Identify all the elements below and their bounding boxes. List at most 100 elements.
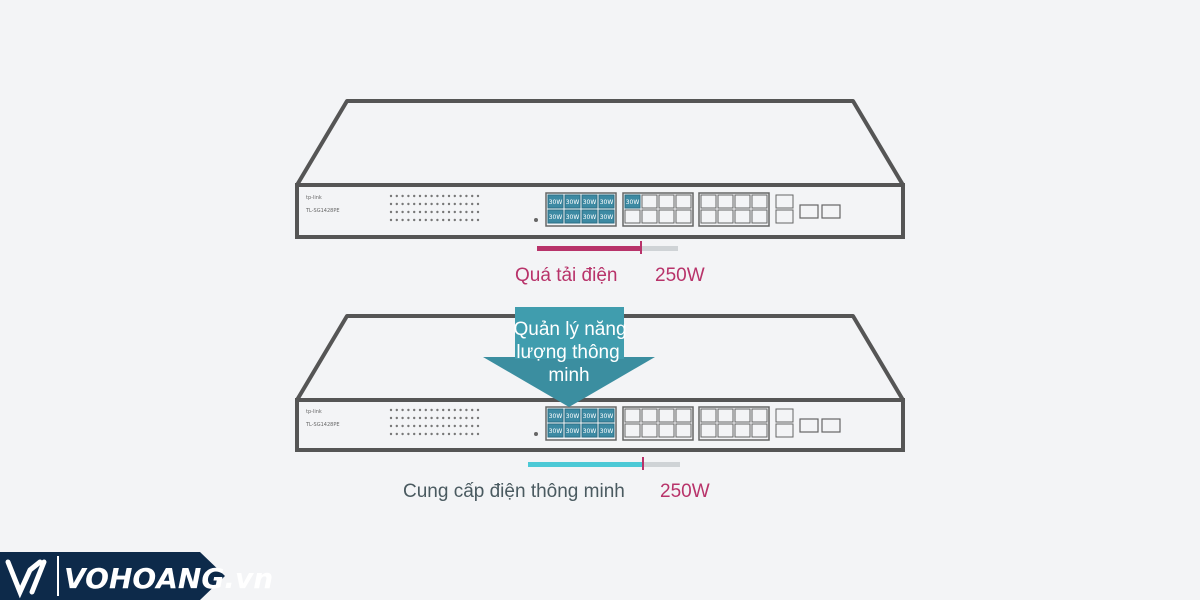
vent-dot [424,194,427,198]
vent-dot [476,194,480,198]
top-switch-brand: tp-link [306,195,322,201]
vent-dot [413,408,416,412]
vent-dot [389,210,393,214]
vent-dot [442,210,445,214]
vent-dot [436,194,439,198]
vent-dot [476,218,480,222]
sfp-slot [821,204,841,219]
poe-port-label: 30W [549,199,563,206]
vent-dot [395,424,398,428]
vent-dot [401,424,404,428]
vent-dot [465,408,468,412]
poe-port-label: 30W [549,214,563,221]
vent-dot [453,218,456,222]
ethernet-port [734,408,751,423]
vent-dot [418,218,422,222]
ethernet-port [624,408,641,423]
logo-text: VOHOANG.vn [64,562,273,595]
ethernet-port [734,423,751,438]
vent-dot [407,408,410,412]
vent-dot [447,416,451,420]
vent-dot [447,408,451,412]
vent-dot [459,424,462,428]
vent-dot [389,408,393,412]
vent-dot [436,202,439,206]
ethernet-port [641,209,658,224]
uplink-port [775,209,794,224]
vent-dot [424,416,427,420]
vent-dot [465,416,468,420]
vent-dot [430,432,433,436]
poe-port [581,209,598,224]
vent-dot [395,210,398,214]
vent-dot [447,202,451,206]
vent-dot [442,218,445,222]
bottom-power-bar-marker [642,457,644,470]
poe-port [624,194,641,209]
vent-dot [424,424,427,428]
vent-dot [436,416,439,420]
poe-port-label: 30W [583,413,597,420]
vent-dot [424,432,427,436]
uplink-port [775,423,794,438]
bottom-caption: Cung cấp điện thông minh [403,481,625,502]
ethernet-port [751,423,768,438]
vent-dot [436,210,439,214]
vent-dot [395,218,398,222]
top-switch-model: TL-SG1428PE [305,208,340,214]
vent-dot [459,408,462,412]
vent-dot [413,202,416,206]
logo-mark-icon [5,559,47,599]
ethernet-port [700,194,717,209]
ethernet-port [624,423,641,438]
poe-port [564,408,581,423]
bottom-switch-model: TL-SG1428PE [305,422,340,428]
ethernet-port [717,423,734,438]
vent-dot [401,202,404,206]
poe-port-label: 30W [600,413,614,420]
poe-port [581,194,598,209]
vent-dot [436,218,439,222]
vent-dot [407,194,410,198]
port-group [545,406,617,441]
poe-port-label: 30W [566,428,580,435]
top-switch-vents [389,194,480,222]
vent-dot [453,210,456,214]
ethernet-port [675,423,692,438]
vent-dot [418,432,422,436]
vent-dot [476,424,480,428]
vent-dot [465,210,468,214]
vent-dot [407,432,410,436]
vent-dot [407,424,410,428]
vent-dot [413,416,416,420]
vent-dot [447,210,451,214]
vent-dot [389,416,393,420]
logo-badge [0,552,225,600]
vent-dot [442,416,445,420]
top-caption: Quá tải điện [515,265,617,286]
ethernet-port [700,209,717,224]
poe-port [547,423,564,438]
arrow-shaft-highlight [515,307,624,359]
arrow-label-line-2: lượng thông [516,342,619,363]
poe-port-label: 30W [549,428,563,435]
top-switch-led [534,218,538,222]
vent-dot [442,202,445,206]
vent-dot [442,432,445,436]
poe-port [581,408,598,423]
ethernet-port [734,194,751,209]
vent-dot [471,202,474,206]
vent-dot [447,424,451,428]
vent-dot [465,218,468,222]
sfp-slot [799,204,819,219]
ethernet-port [700,408,717,423]
vent-dot [418,424,422,428]
vent-dot [453,202,456,206]
vent-dot [459,416,462,420]
vent-dot [465,194,468,198]
vent-dot [430,408,433,412]
vent-dot [407,416,410,420]
